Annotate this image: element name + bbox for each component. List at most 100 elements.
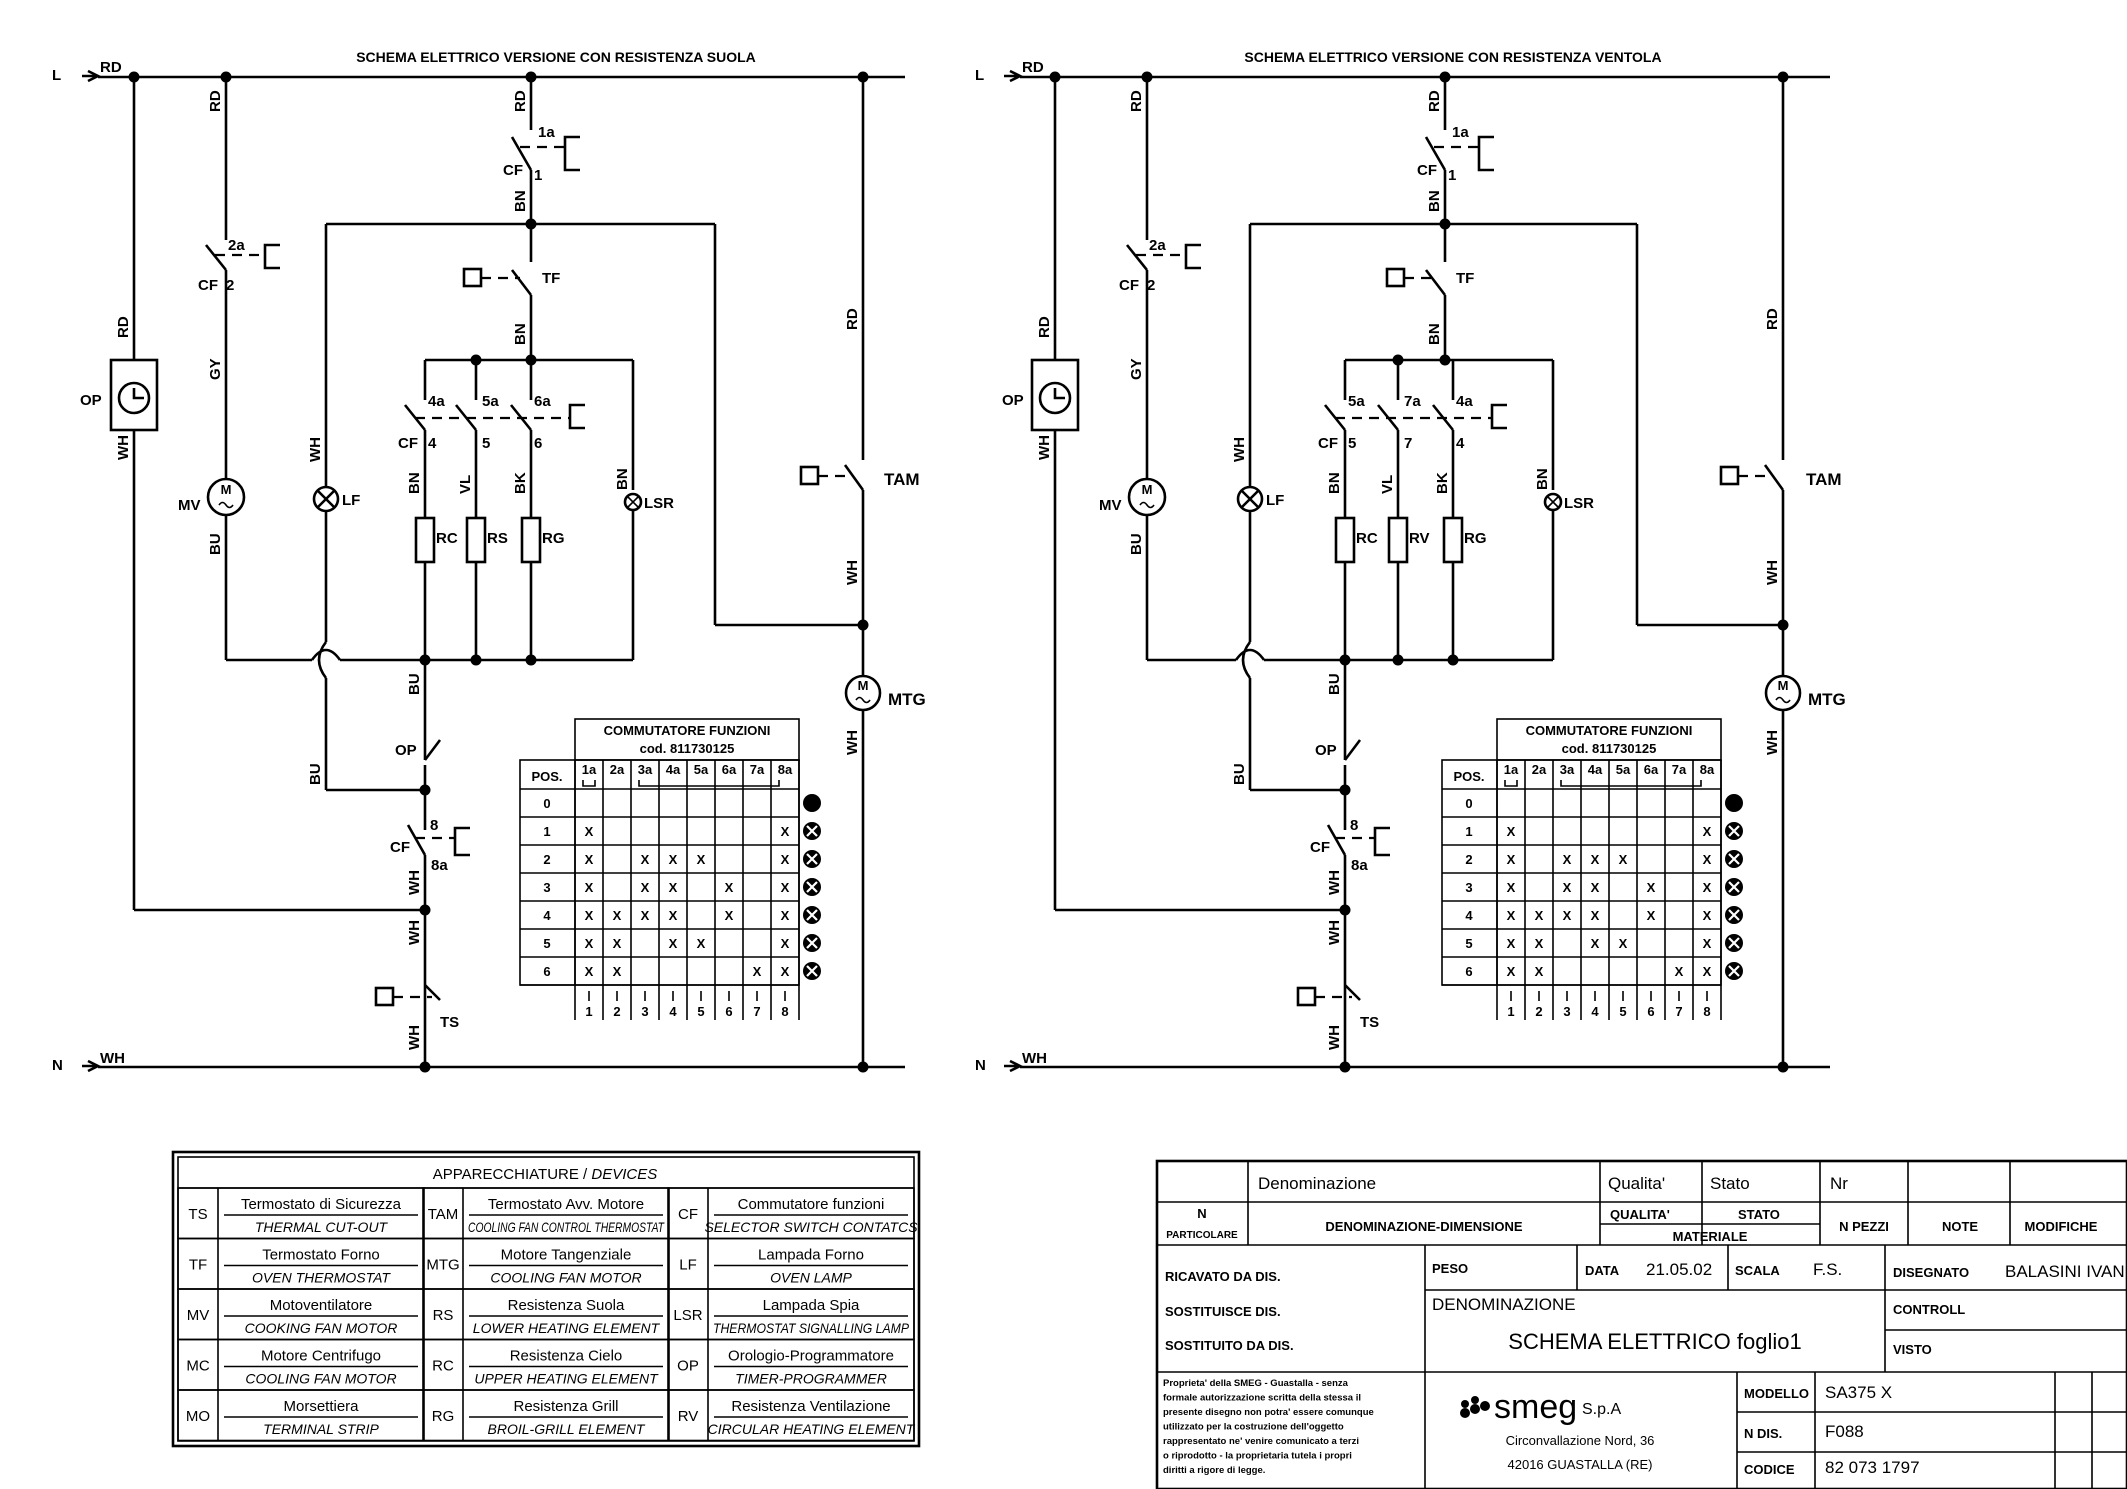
table-mark-cell: X <box>613 964 622 979</box>
resistor-rg <box>1442 516 1464 564</box>
device-name-en: SELECTOR SWITCH CONTATCS <box>704 1219 918 1235</box>
column-bottom-label: 1 <box>585 1004 592 1019</box>
legal-line: utilizzato per la costruzione dell'ogget… <box>1163 1422 1344 1433</box>
wire-label: WH <box>1326 870 1343 895</box>
wire-label: VL <box>1379 475 1396 494</box>
contact-label: 7a <box>1404 393 1421 410</box>
device-code: TAM <box>428 1206 459 1223</box>
resistor-label: RV <box>1409 530 1430 547</box>
fan-grill-full-icon <box>803 962 821 980</box>
tf-label: TF <box>1456 270 1474 287</box>
column-top-label: 5a <box>1616 762 1631 777</box>
wire-label: WH <box>307 437 324 462</box>
column-bottom-label: 1 <box>1507 1004 1514 1019</box>
device-name-it: Lampada Spia <box>763 1297 860 1314</box>
column-top-label: 8a <box>1700 762 1715 777</box>
table-pos-cell: 4 <box>1465 908 1473 923</box>
table-mark-cell: X <box>669 936 678 951</box>
thermostat-tf-icon <box>1385 267 1406 288</box>
table-pos-cell: 6 <box>1465 964 1472 979</box>
resistor-rs <box>465 516 487 564</box>
table-pos-cell: 6 <box>543 964 550 979</box>
table-mark-cell: X <box>753 964 762 979</box>
table-mark-cell: X <box>781 936 790 951</box>
table-mark-cell: X <box>1535 964 1544 979</box>
table-mark-cell: X <box>585 936 594 951</box>
schematic-right: SCHEMA ELETTRICO VERSIONE CON RESISTENZA… <box>975 49 1846 1074</box>
column-bottom-label: 6 <box>725 1004 732 1019</box>
column-bottom-label: 5 <box>697 1004 704 1019</box>
table-code: cod. 811730125 <box>640 741 735 756</box>
table-mark-cell: X <box>1619 936 1628 951</box>
table-mark-cell: X <box>1563 908 1572 923</box>
wire-label: BU <box>307 763 324 785</box>
wire-label: BU <box>1326 673 1343 695</box>
contact-label: 4 <box>1456 435 1465 452</box>
table-mark-cell: X <box>725 908 734 923</box>
column-bottom-label: 2 <box>1535 1004 1542 1019</box>
table-mark-cell: X <box>725 880 734 895</box>
device-code: MC <box>186 1358 209 1375</box>
resistor-rc <box>414 516 436 564</box>
column-top-label: 1a <box>1504 762 1519 777</box>
wire-label: BU <box>207 533 224 555</box>
tb-particolare: PARTICOLARE <box>1166 1230 1238 1241</box>
wire-label: BK <box>1434 472 1451 494</box>
mv-label: MV <box>178 497 201 514</box>
column-top-label: 6a <box>1644 762 1659 777</box>
devices-title-en: DEVICES <box>591 1166 657 1183</box>
device-name-en: THERMOSTAT SIGNALLING LAMP <box>713 1320 910 1336</box>
table-mark-cell: X <box>585 852 594 867</box>
clock-icon <box>117 381 151 415</box>
lf-label: LF <box>342 492 360 509</box>
wire-label: BN <box>1326 472 1343 494</box>
knob-icon <box>1725 794 1743 812</box>
arrow-l-icon <box>82 69 101 83</box>
table-pos-cell: 2 <box>1465 852 1472 867</box>
tam-label: TAM <box>1806 470 1842 489</box>
tb-stato-hdr: Stato <box>1710 1174 1750 1193</box>
legal-line: presente disegno non potra' essere comun… <box>1163 1407 1374 1418</box>
fan-element-icon <box>1725 906 1743 924</box>
device-name-en: COOLING FAN MOTOR <box>490 1270 641 1286</box>
wire-label: WH <box>844 560 861 585</box>
table-mark-cell: X <box>585 880 594 895</box>
wire-label: BU <box>406 673 423 695</box>
device-name-it: Termostato di Sicurezza <box>241 1196 402 1213</box>
cf-label: CF <box>198 277 218 294</box>
arrow-l-icon <box>1004 69 1023 83</box>
tam-label: TAM <box>884 470 920 489</box>
device-name-it: Termostato Avv. Motore <box>488 1196 644 1213</box>
table-mark-cell: X <box>781 880 790 895</box>
device-name-en: THERMAL CUT-OUT <box>255 1219 389 1235</box>
table-pos-cell: 2 <box>543 852 550 867</box>
device-name-en: OVEN THERMOSTAT <box>252 1270 391 1286</box>
device-code: TS <box>188 1206 207 1223</box>
contact-label: 8 <box>1350 817 1358 834</box>
table-code: cod. 811730125 <box>1562 741 1657 756</box>
device-name-en: TERMINAL STRIP <box>263 1421 379 1437</box>
wire-label: RD <box>512 90 529 112</box>
table-mark-cell: X <box>1647 908 1656 923</box>
device-name-en: UPPER HEATING ELEMENT <box>474 1371 659 1387</box>
company-address1: Circonvallazione Nord, 36 <box>1506 1433 1655 1448</box>
table-pos-cell: 3 <box>1465 880 1472 895</box>
tb-codice-label: CODICE <box>1744 1462 1795 1477</box>
wire-label: RD <box>115 316 132 338</box>
device-name-en: TIMER-PROGRAMMER <box>735 1371 887 1387</box>
column-top-label: 4a <box>1588 762 1603 777</box>
wire-label: BN <box>1426 323 1443 345</box>
resistor-label: RG <box>1464 530 1487 547</box>
table-mark-cell: X <box>781 908 790 923</box>
tb-qualita2: QUALITA' <box>1610 1207 1670 1222</box>
tb-scala-label: SCALA <box>1735 1263 1780 1278</box>
smeg-logo: smeg S.p.A <box>1460 1388 1621 1426</box>
contact-label: 2a <box>1149 237 1166 254</box>
contact-label: 1a <box>1452 124 1469 141</box>
table-mark-cell: X <box>613 936 622 951</box>
cf-label: CF <box>1119 277 1139 294</box>
